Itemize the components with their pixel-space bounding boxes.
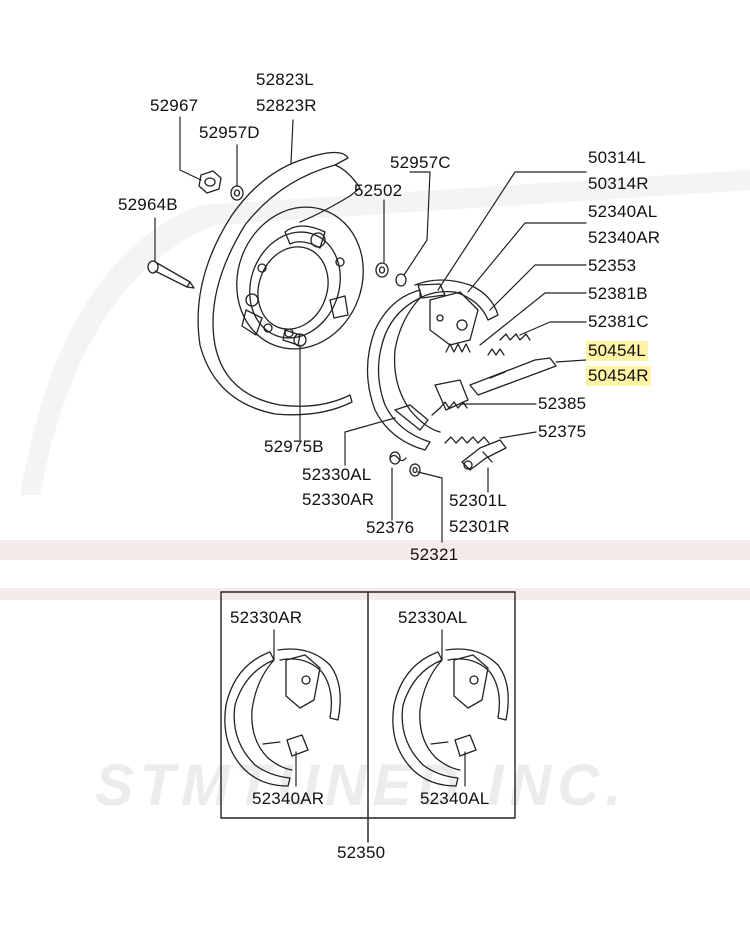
part-label-50314R: 50314R: [588, 174, 649, 193]
part-label-52823R: 52823R: [256, 96, 317, 115]
adjuster-52301: [461, 439, 507, 471]
part-label-50454L-highlighted: 50454L: [586, 341, 648, 361]
spring-52376: [389, 451, 407, 465]
part-label-52381C: 52381C: [588, 312, 649, 331]
washer-52957D: [230, 185, 244, 201]
box-label-52330AL: 52330AL: [398, 608, 468, 627]
spring-52375: [444, 436, 490, 444]
part-label-52823L: 52823L: [256, 70, 314, 89]
box-shoe-right: [392, 648, 509, 787]
washers-right: [375, 262, 407, 287]
part-label-52321: 52321: [410, 545, 459, 564]
part-label-52967: 52967: [150, 96, 199, 115]
part-label-52502: 52502: [354, 181, 403, 200]
part-label-52385: 52385: [538, 394, 587, 413]
leader-lines: [154, 116, 587, 543]
backing-plate-illustration: [197, 151, 364, 416]
part-label-52375: 52375: [538, 422, 587, 441]
box-shoe-left: [224, 648, 341, 787]
box-label-52330AR: 52330AR: [230, 608, 303, 627]
part-label-50314L: 50314L: [588, 148, 646, 167]
lever-50454: [469, 357, 557, 396]
cup-52321: [409, 463, 421, 477]
part-label-52381B: 52381B: [588, 284, 648, 303]
part-label-52964B: 52964B: [118, 195, 178, 214]
springs-upper: [445, 333, 531, 356]
background-swoosh: [0, 170, 750, 600]
stud-52975B: [282, 328, 307, 347]
part-label-52330AL: 52330AL: [302, 465, 372, 484]
bolt-52964B: [147, 260, 195, 289]
part-label-52340AL: 52340AL: [588, 202, 658, 221]
kit-box: [220, 591, 516, 843]
kit-label-52350: 52350: [337, 843, 386, 862]
part-label-52957D: 52957D: [199, 123, 260, 142]
watermark-text: STMTUNED INC.: [95, 753, 628, 818]
part-label-50454R-highlighted: 50454R: [586, 366, 651, 386]
box-label-52340AR: 52340AR: [252, 789, 325, 808]
part-label-52975B: 52975B: [264, 437, 324, 456]
part-label-52340AR: 52340AR: [588, 228, 661, 247]
part-label-52301L: 52301L: [449, 491, 507, 510]
spring-52385: [431, 401, 468, 416]
part-label-52957C: 52957C: [390, 153, 451, 172]
part-label-52301R: 52301R: [449, 517, 510, 536]
part-label-52376: 52376: [366, 518, 415, 537]
box-leaders: [273, 629, 466, 787]
brake-shoe-illustration: [366, 279, 499, 451]
box-label-52340AL: 52340AL: [420, 789, 490, 808]
part-label-52353: 52353: [588, 256, 637, 275]
part-label-52330AR: 52330AR: [302, 490, 375, 509]
nut-52967: [198, 170, 222, 194]
